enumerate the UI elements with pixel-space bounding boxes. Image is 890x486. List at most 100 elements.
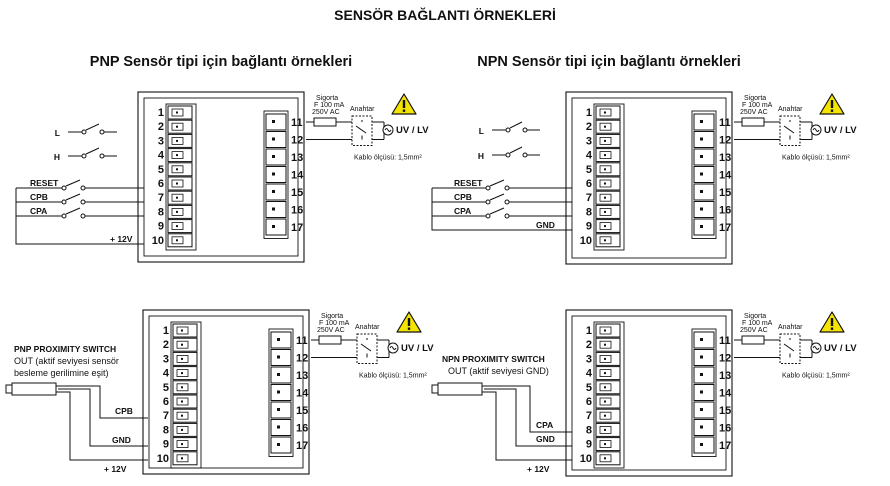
panel-pnp-proximity-pin-15: 15 bbox=[296, 405, 308, 417]
panel-pnp-proximity-terminal-5 bbox=[172, 380, 198, 395]
panel-npn-top-warning-icon bbox=[819, 93, 845, 115]
pnp-prox-title: PNP PROXIMITY SWITCH bbox=[14, 344, 116, 354]
panel-npn-proximity-terminal-1 bbox=[595, 323, 621, 338]
panel-pnp-top-pin-14: 14 bbox=[291, 170, 304, 182]
panel-npn-top-terminal-5 bbox=[595, 162, 621, 177]
panel-pnp-top-terminal-8 bbox=[167, 204, 193, 219]
pnp-prox-cpb-label: CPB bbox=[115, 406, 133, 416]
panel-pnp-proximity-terminal-14 bbox=[270, 384, 292, 401]
panel-pnp-proximity-pin-3: 3 bbox=[163, 353, 169, 365]
panel-npn-top-pin-6: 6 bbox=[586, 178, 592, 190]
npn-prox-title: NPN PROXIMITY SWITCH bbox=[442, 354, 545, 364]
panel-npn-top-terminal-3 bbox=[595, 133, 621, 148]
panel-pnp-top-cable-label: Kablo ölçüsü: 1,5mm² bbox=[354, 155, 422, 162]
panel-pnp-proximity-pin-5: 5 bbox=[163, 382, 169, 394]
panel-pnp-top-terminal-16 bbox=[265, 201, 287, 218]
panel-npn-top-pin-12: 12 bbox=[719, 135, 731, 147]
panel-npn-proximity-terminal-3 bbox=[595, 351, 621, 366]
panel-pnp-proximity-pin-10: 10 bbox=[157, 453, 169, 465]
panel-pnp-proximity-terminal-10 bbox=[172, 451, 198, 466]
panel-pnp-proximity-pin-4: 4 bbox=[163, 368, 170, 380]
panel-npn-proximity-terminal-15 bbox=[693, 401, 715, 419]
panel-npn-proximity-terminal-6 bbox=[595, 394, 621, 409]
panel-npn-proximity-pin-7: 7 bbox=[586, 410, 592, 422]
panel-pnp-top-terminal-14 bbox=[265, 166, 287, 183]
panel-pnp-top-terminal-1 bbox=[167, 105, 193, 120]
panel-pnp-top-terminal-3 bbox=[167, 133, 193, 148]
panel-npn-proximity-terminal-17 bbox=[693, 436, 715, 454]
panel-npn-top-pin-13: 13 bbox=[719, 152, 731, 164]
panel-npn-proximity-pin-15: 15 bbox=[719, 405, 731, 417]
h-input-label: H bbox=[54, 152, 60, 162]
panel-pnp-top-terminal-7 bbox=[167, 190, 193, 205]
panel-pnp-top-terminal-9 bbox=[167, 219, 193, 234]
pnp-heading: PNP Sensör tipi için bağlantı örnekleri bbox=[90, 54, 352, 70]
cpa-label: CPA bbox=[30, 206, 47, 216]
panel-npn-top-terminal-4 bbox=[595, 148, 621, 163]
panel-pnp-proximity-pin-8: 8 bbox=[163, 424, 169, 436]
panel-npn-proximity-pin-9: 9 bbox=[586, 439, 592, 451]
pnp-prox-gnd-label: GND bbox=[112, 435, 131, 445]
panel-npn-top-pin-10: 10 bbox=[580, 235, 592, 247]
npn-prox-sensor bbox=[431, 382, 488, 396]
panel-npn-proximity-terminal-8 bbox=[595, 422, 621, 437]
panel-pnp-top-terminal-5 bbox=[167, 162, 193, 177]
panel-npn-proximity-pin-1: 1 bbox=[586, 325, 592, 337]
panel-pnp-proximity-left-connector bbox=[170, 321, 202, 469]
pnp-input-wiring bbox=[15, 123, 144, 245]
panel-npn-proximity-pin-14: 14 bbox=[719, 388, 732, 400]
panel-npn-top-supply-label: UV / LV bbox=[824, 125, 857, 136]
panel-npn-proximity-pin-16: 16 bbox=[719, 423, 731, 435]
panel-npn-proximity-terminal-9 bbox=[595, 437, 621, 452]
panel-npn-top-terminal-11 bbox=[693, 113, 715, 131]
panel-npn-proximity-frame bbox=[565, 309, 733, 477]
panel-pnp-top-fuse-line2: F 100 mA bbox=[314, 102, 345, 109]
panel-npn-proximity-terminal-5 bbox=[595, 380, 621, 395]
panel-pnp-top-frame bbox=[137, 91, 305, 263]
panel-npn-top-fuse-line2: F 100 mA bbox=[742, 102, 773, 109]
panel-pnp-proximity-terminal-6 bbox=[172, 394, 198, 409]
panel-npn-proximity-supply-label: UV / LV bbox=[824, 343, 857, 354]
panel-npn-proximity-pin-3: 3 bbox=[586, 353, 592, 365]
npn-prox-line1: OUT (aktif seviyesi GND) bbox=[448, 366, 549, 376]
panel-pnp-top-pin-4: 4 bbox=[158, 150, 165, 162]
panel-pnp-top-pin-11: 11 bbox=[291, 117, 303, 129]
panel-npn-proximity-pin-11: 11 bbox=[719, 335, 731, 347]
panel-pnp-proximity-terminal-7 bbox=[172, 408, 198, 423]
panel-npn-top-switch-label: Anahtar bbox=[778, 106, 803, 113]
panel-npn-top-frame bbox=[565, 91, 733, 265]
panel-pnp-proximity-power-section bbox=[311, 333, 399, 364]
panel-npn-proximity-terminal-10 bbox=[595, 451, 621, 466]
panel-npn-top-terminal-7 bbox=[595, 190, 621, 205]
panel-pnp-top-pin-1: 1 bbox=[158, 107, 164, 119]
panel-pnp-top-left-connector bbox=[165, 103, 197, 251]
page-title: SENSÖR BAĞLANTI ÖRNEKLERİ bbox=[334, 6, 556, 23]
panel-npn-top-pin-7: 7 bbox=[586, 192, 592, 204]
panel-npn-proximity-fuse-line2: F 100 mA bbox=[742, 320, 773, 327]
panel-npn-top-pin-11: 11 bbox=[719, 117, 731, 129]
panel-pnp-proximity-pin-14: 14 bbox=[296, 388, 309, 400]
panel-npn-proximity-pin-17: 17 bbox=[719, 440, 731, 452]
panel-npn-top-terminal-10 bbox=[595, 233, 621, 248]
panel-pnp-top-pin-13: 13 bbox=[291, 152, 303, 164]
panel-pnp-proximity-terminal-15 bbox=[270, 401, 292, 419]
npn-l-input-label: L bbox=[479, 126, 484, 136]
panel-pnp-proximity-fuse-line1: Sigorta bbox=[321, 313, 343, 320]
panel-pnp-proximity-terminal-8 bbox=[172, 422, 198, 437]
panel-npn-top-inner-frame bbox=[571, 97, 727, 259]
panel-npn-proximity-pin-5: 5 bbox=[586, 382, 592, 394]
panel-pnp-proximity-terminal-12 bbox=[270, 349, 292, 366]
panel-pnp-top-terminal-6 bbox=[167, 176, 193, 191]
panel-npn-top-pin-1: 1 bbox=[586, 107, 592, 119]
panel-npn-top-terminal-9 bbox=[595, 219, 621, 234]
panel-npn-top-terminal-6 bbox=[595, 176, 621, 191]
panel-pnp-proximity-terminal-9 bbox=[172, 437, 198, 452]
panel-pnp-proximity-pin-1: 1 bbox=[163, 325, 169, 337]
panel-npn-top-right-connector bbox=[691, 110, 717, 239]
panel-npn-proximity-left-connector bbox=[593, 321, 625, 469]
panel-npn-top-terminal-1 bbox=[595, 105, 621, 120]
panel-npn-proximity-pin-8: 8 bbox=[586, 424, 592, 436]
